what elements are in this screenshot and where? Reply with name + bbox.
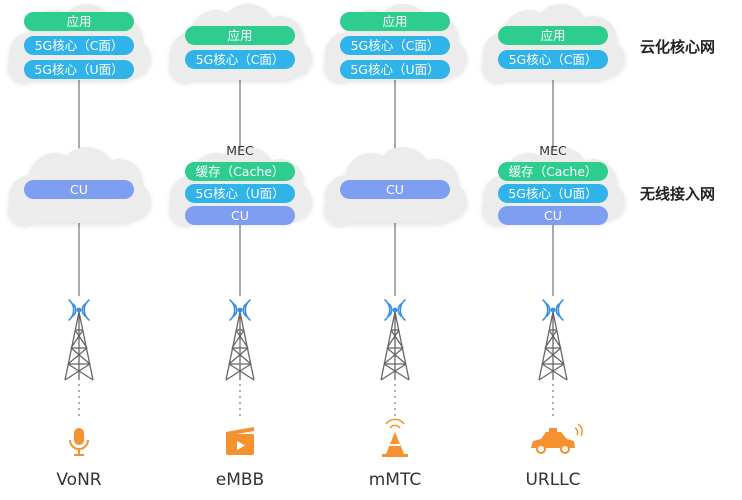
cache-block: 缓存（Cache） (498, 162, 608, 181)
core-user-plane-block: 5G核心（U面） (340, 60, 450, 79)
cache-block: 缓存（Cache） (185, 162, 295, 181)
core-network-label: 云化核心网 (640, 38, 716, 56)
application-block: 应用 (340, 12, 450, 31)
cu-block: CU (185, 206, 295, 225)
slice-label: URLLC (525, 470, 581, 490)
core-control-plane-block: 5G核心（C面） (185, 50, 295, 69)
slice-label: VoNR (56, 470, 102, 490)
cu-block: CU (340, 180, 450, 199)
core-control-plane-block: 5G核心（C面） (24, 36, 134, 55)
core-user-plane-block: 5G核心（U面） (498, 184, 608, 203)
base-station-tower-icon (64, 299, 94, 381)
microphone-icon (69, 428, 89, 456)
application-block: 应用 (185, 26, 295, 45)
radio-access-network-label: 无线接入网 (640, 185, 716, 203)
cu-block: CU (24, 180, 134, 199)
cu-block: CU (498, 206, 608, 225)
base-station-tower-icon (538, 299, 568, 381)
base-station-tower-icon (380, 299, 410, 381)
application-block: 应用 (24, 12, 134, 31)
core-control-plane-block: 5G核心（C面） (498, 50, 608, 69)
slice-label: eMBB (215, 470, 265, 490)
slice-label: mMTC (368, 470, 422, 490)
mec-title: MEC (539, 143, 567, 158)
core-user-plane-block: 5G核心（U面） (185, 184, 295, 203)
base-station-tower-icon (225, 299, 255, 381)
connected-car-icon (531, 423, 583, 454)
video-clapperboard-icon (226, 427, 254, 455)
mec-title: MEC (226, 143, 254, 158)
core-control-plane-block: 5G核心（C面） (340, 36, 450, 55)
core-user-plane-block: 5G核心（U面） (24, 60, 134, 79)
traffic-cone-signal-icon (382, 418, 408, 457)
application-block: 应用 (498, 26, 608, 45)
